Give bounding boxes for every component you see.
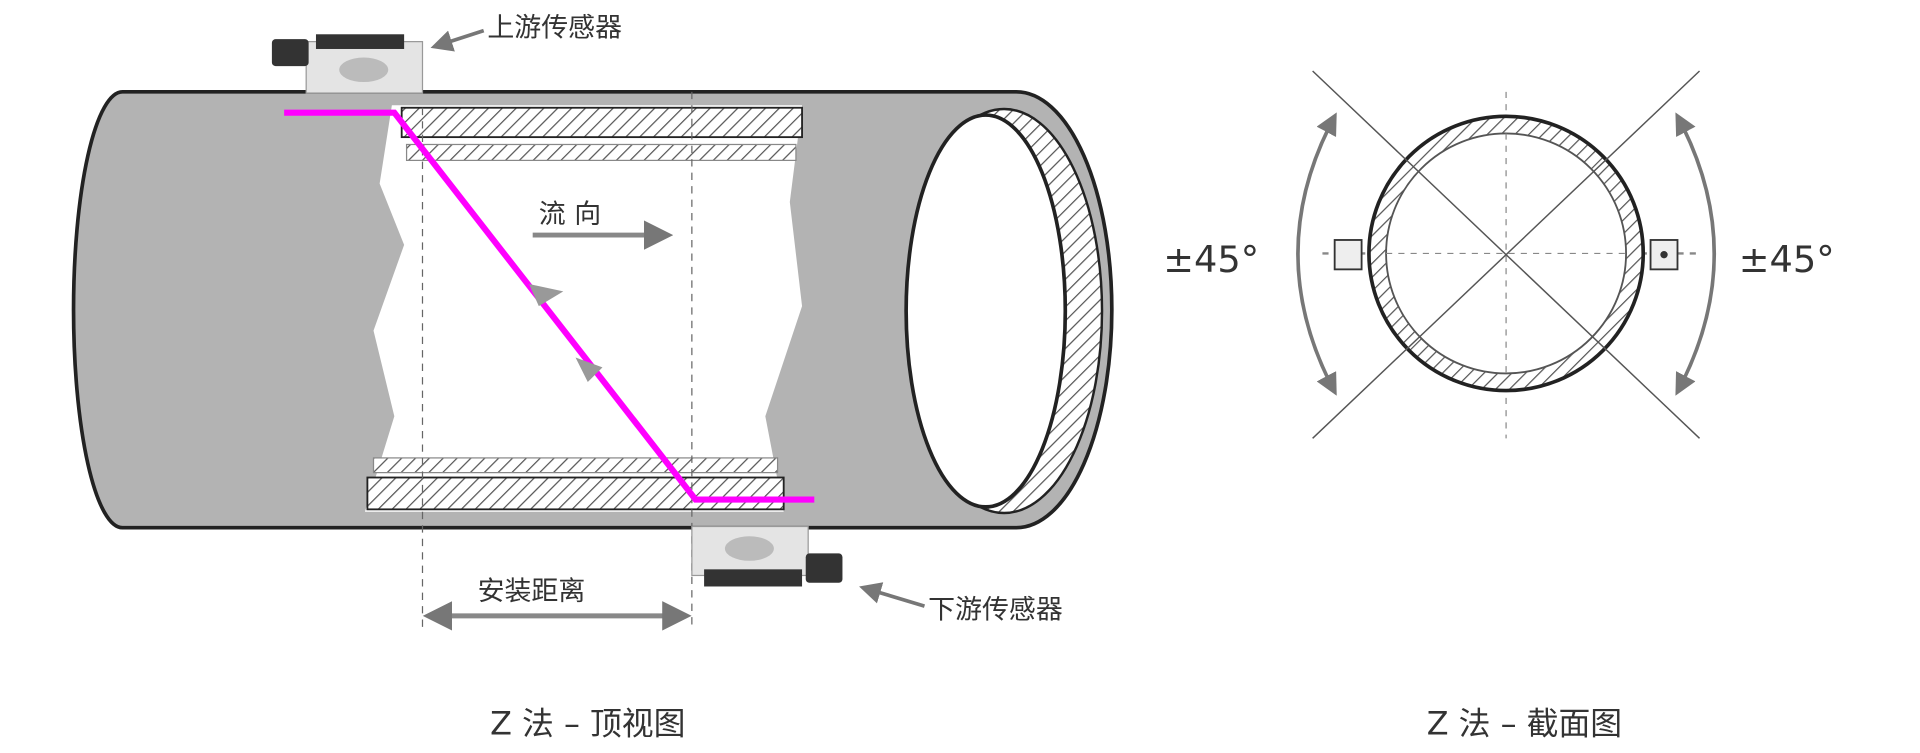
- upstream-sensor: [271, 34, 424, 94]
- pipe-opening: [904, 113, 1068, 509]
- pipe-wall-top-outer: [400, 106, 803, 139]
- diagonal-line-2: [1312, 70, 1701, 439]
- cross-section-caption: Z 法 – 截面图: [1427, 705, 1622, 743]
- signal-path: [284, 109, 815, 503]
- upstream-sensor-label: 上游传感器: [487, 13, 622, 44]
- upstream-sensor-pointer: [430, 28, 485, 52]
- pipe: [71, 89, 1114, 530]
- downstream-sensor-pointer: [859, 582, 926, 608]
- pipe-wall-top-inner: [405, 143, 797, 162]
- left-sensor-icon: [1333, 239, 1363, 271]
- top-view-caption: Z 法 – 顶视图: [490, 705, 685, 743]
- downstream-sensor-label: 下游传感器: [928, 594, 1063, 625]
- downstream-sensor: [691, 525, 843, 587]
- signal-arrow-down: [575, 357, 603, 383]
- install-distance-label: 安装距离: [478, 576, 586, 607]
- flow-direction-label: 流 向: [539, 199, 601, 230]
- angle-left-label: ±45°: [1163, 238, 1259, 281]
- angle-right-label: ±45°: [1739, 238, 1835, 281]
- left-rotation-arrow: [1296, 112, 1337, 396]
- right-sensor-icon: [1649, 239, 1679, 271]
- cross-section: ±45° ±45°: [1163, 70, 1835, 439]
- pipe-cutaway: [364, 105, 803, 512]
- pipe-wall-bottom-inner: [372, 457, 779, 474]
- pipe-section-bore: [1385, 132, 1627, 375]
- right-rotation-arrow: [1675, 112, 1717, 396]
- signal-arrow-up: [529, 284, 564, 307]
- pipe-wall-bottom-outer: [366, 476, 785, 511]
